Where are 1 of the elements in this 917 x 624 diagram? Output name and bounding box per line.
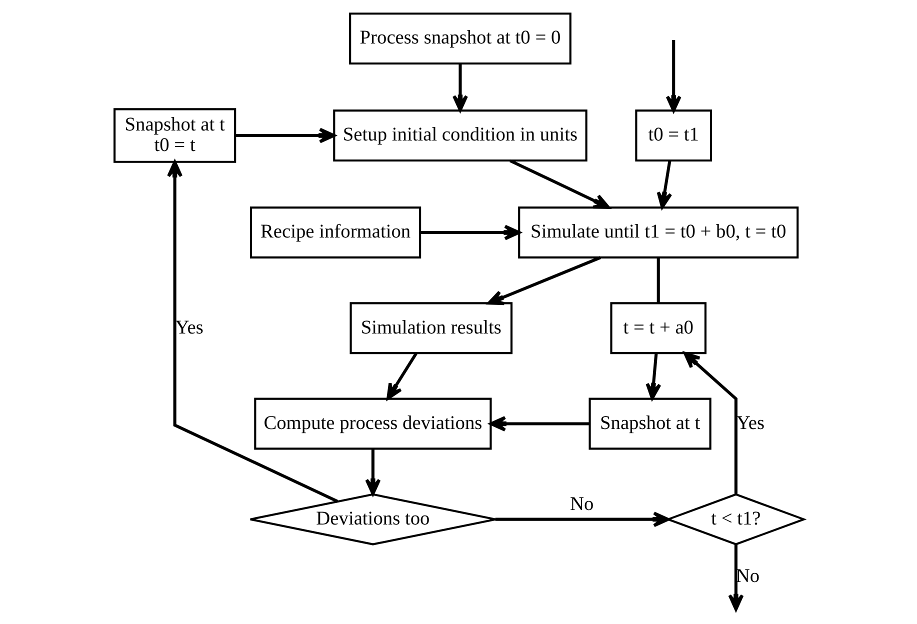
edge-label: No: [569, 494, 594, 515]
